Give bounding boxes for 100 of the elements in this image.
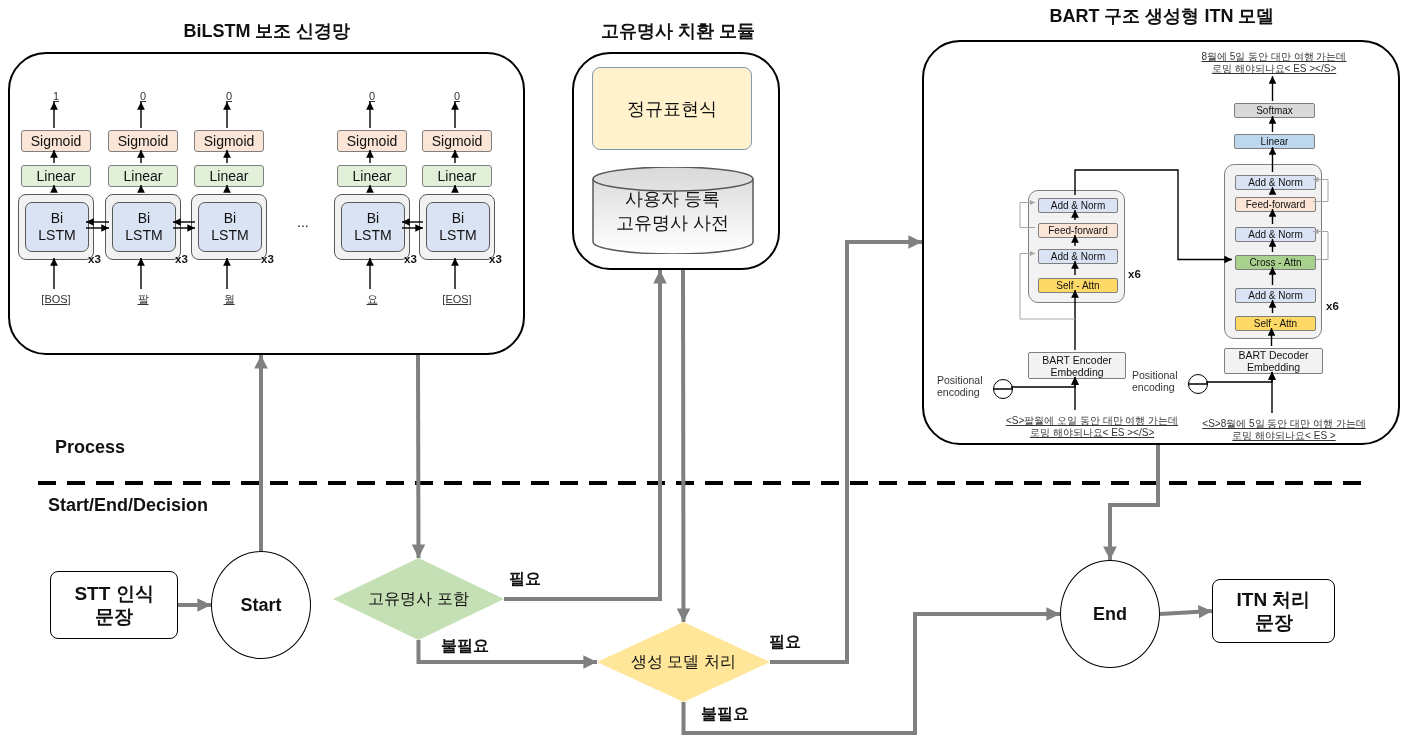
- arrow: [85, 218, 110, 226]
- arrow: [681, 607, 1060, 735]
- arrow: [1268, 299, 1277, 314]
- repeat-label: x3: [404, 253, 417, 265]
- layer-stack: [1224, 164, 1322, 339]
- encoding-label: Positional encoding: [937, 374, 984, 398]
- arrow: [1268, 146, 1277, 173]
- softmax-box: Softmax: [1234, 103, 1315, 118]
- arrow: [1268, 75, 1277, 102]
- arrow: [451, 184, 459, 193]
- token-text: 0: [131, 88, 155, 104]
- arrow: [1312, 228, 1329, 260]
- arrow: [504, 270, 667, 601]
- edge-label: 필요: [768, 632, 802, 653]
- arrow: [1019, 199, 1036, 228]
- arrow: [770, 235, 922, 664]
- sigmoid-box: Sigmoid: [337, 130, 407, 152]
- linear-box: Linear: [21, 165, 91, 187]
- arrow: [451, 149, 459, 164]
- arrow: [1267, 327, 1276, 347]
- edge-label: 불필요: [440, 636, 490, 657]
- edge-label: 필요: [508, 569, 542, 590]
- sentence-text: <S>8월에 5일 동안 대만 여행 가는데 로밍 해야되나요< ES >: [1192, 415, 1376, 445]
- arrow: [1268, 186, 1277, 195]
- regex-box: 정규표현식: [592, 67, 752, 150]
- bilstm-box: Bi LSTM: [198, 202, 262, 252]
- bilstm-box: Bi LSTM: [25, 202, 89, 252]
- arrow: [50, 149, 58, 164]
- arrow: [1071, 260, 1079, 276]
- arrow: [1071, 234, 1079, 247]
- decision-diamond: 생성 모델 처리: [597, 622, 770, 702]
- arrow: [1268, 238, 1277, 253]
- arrow: [223, 101, 231, 129]
- repeat-label: x3: [88, 253, 101, 265]
- add-norm-box: Add & Norm: [1235, 227, 1316, 242]
- layer-stack: [1028, 190, 1125, 303]
- repeat-label: x3: [175, 253, 188, 265]
- bilstm-box: Bi LSTM: [112, 202, 176, 252]
- arrow: [137, 184, 145, 193]
- lane-label: Process: [55, 437, 126, 458]
- sigmoid-box: Sigmoid: [194, 130, 264, 152]
- arrow: [137, 257, 145, 290]
- arrow: [366, 257, 374, 290]
- arrow: [366, 149, 374, 164]
- arrow: [401, 218, 424, 226]
- arrow: [1205, 371, 1276, 383]
- arrow: [1268, 266, 1277, 286]
- sentence-text: <S>팔월에 오일 동안 대만 여행 가는데 로밍 해야되나요< ES ></S>: [1000, 412, 1184, 442]
- arrow: [178, 598, 211, 612]
- arrow: [1159, 605, 1213, 619]
- arrow: [50, 184, 58, 193]
- arrow: [172, 224, 196, 232]
- feed-forward-box: Feed-forward: [1038, 223, 1118, 238]
- token-text: 0: [217, 88, 241, 104]
- add-norm-box: Add & Norm: [1235, 175, 1316, 190]
- arrow: [172, 218, 196, 226]
- arrow: [223, 149, 231, 164]
- repeat-label: x6: [1326, 300, 1339, 312]
- arrow: [1103, 445, 1160, 560]
- linear-box: Linear: [1234, 134, 1315, 149]
- linear-box: Linear: [108, 165, 178, 187]
- arrow: [1071, 209, 1079, 221]
- arrow: [1071, 289, 1079, 351]
- arrow: [366, 184, 374, 193]
- linear-box: Linear: [337, 165, 407, 187]
- linear-box: Linear: [422, 165, 492, 187]
- repeat-label: x3: [261, 253, 274, 265]
- add-norm-box: Add & Norm: [1235, 288, 1316, 303]
- terminal-box: STT 인식 문장: [50, 571, 178, 639]
- ellipsis-text: ...: [297, 214, 309, 230]
- arrow: [1268, 115, 1277, 133]
- attention-box: Self - Attn: [1235, 316, 1316, 331]
- embedding-box: BART Encoder Embedding: [1028, 352, 1126, 379]
- token-text: 0: [360, 88, 384, 104]
- feed-forward-box: Feed-forward: [1235, 197, 1316, 212]
- arrow: [85, 224, 110, 232]
- token-text: [BOS]: [31, 291, 81, 307]
- bilstm-box: Bi LSTM: [341, 202, 405, 252]
- arrow: [366, 101, 374, 129]
- arrow: [1010, 376, 1079, 388]
- encoding-circle: [993, 379, 1013, 399]
- event-circle: Start: [211, 551, 311, 659]
- arrow: [401, 224, 424, 232]
- attention-box: Cross - Attn: [1235, 255, 1316, 270]
- arrow: [50, 101, 58, 129]
- sigmoid-box: Sigmoid: [21, 130, 91, 152]
- embedding-box: BART Decoder Embedding: [1224, 348, 1323, 374]
- bilstm-box: Bi LSTM: [426, 202, 490, 252]
- event-circle: End: [1060, 560, 1160, 668]
- terminal-box: ITN 처리 문장: [1212, 579, 1335, 643]
- arrow: [416, 640, 597, 669]
- token-text: 1: [44, 88, 68, 104]
- sentence-text: 8월에 5일 동안 대만 여행 가는데 로밍 해야되나요< ES ></S>: [1194, 48, 1354, 78]
- arrow: [50, 257, 58, 290]
- arrow: [1074, 169, 1233, 264]
- sigmoid-box: Sigmoid: [422, 130, 492, 152]
- token-text: 요: [347, 291, 397, 307]
- arrow: [137, 101, 145, 129]
- arrow: [451, 101, 459, 129]
- linear-box: Linear: [194, 165, 264, 187]
